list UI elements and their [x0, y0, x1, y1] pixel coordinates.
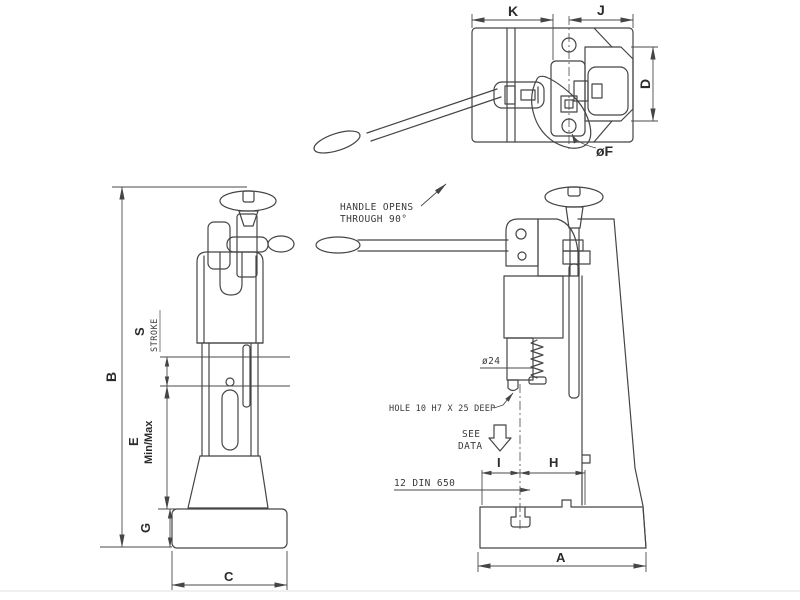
front-view-body — [171, 190, 295, 549]
dim-label-j: J — [597, 2, 605, 18]
hole-note-leader — [493, 392, 514, 409]
top-view-dimensions — [471, 14, 658, 149]
dim-label-g: G — [138, 523, 153, 533]
handle-note-line2: THROUGH 90° — [340, 214, 407, 225]
frame-back-edge — [577, 218, 647, 549]
dim-label-h: H — [549, 455, 558, 470]
see-note-line1: SEE — [462, 429, 480, 440]
dim-label-s: S — [132, 327, 147, 336]
side-view-body — [315, 186, 647, 549]
top-view-handle — [313, 81, 545, 154]
side-view-dimensions — [394, 183, 647, 572]
see-note-line2: DATA — [458, 441, 482, 452]
see-data-arrow-icon — [488, 424, 512, 452]
front-view: B S STROKE E Min/Max G C — [100, 186, 295, 590]
cam-outline — [531, 75, 592, 149]
side-view: I H A HANDLE OPENS THROUGH 90° ø24 HOLE … — [315, 183, 647, 572]
slide-housing — [503, 275, 564, 339]
ram-diameter-label: ø24 — [482, 356, 500, 367]
handwheel-side — [544, 186, 604, 208]
side-view-handle — [315, 236, 509, 254]
ram — [506, 337, 534, 381]
clamp-block — [584, 46, 634, 122]
front-view-dimensions — [100, 186, 290, 590]
front-base — [171, 508, 288, 549]
dim-label-k: K — [508, 3, 518, 19]
dim-label-d: D — [637, 79, 653, 89]
handle-note-arrow — [420, 183, 447, 207]
pivot-bracket — [505, 218, 539, 267]
handle-hub — [226, 236, 269, 253]
depth-rod — [568, 263, 580, 399]
top-view: K J D øF — [313, 2, 658, 159]
dim-label-stroke: STROKE — [150, 318, 160, 352]
dim-label-i: I — [497, 455, 501, 470]
dim-label-minmax: Min/Max — [143, 420, 155, 464]
dim-label-c: C — [224, 569, 234, 584]
tslot-note-label: 12 DIN 650 — [394, 478, 455, 489]
side-base — [479, 499, 647, 549]
handwheel — [219, 190, 277, 212]
handle-grip-front — [267, 235, 295, 253]
t-slot — [510, 506, 531, 528]
top-view-body — [313, 27, 634, 154]
handle-note-line1: HANDLE OPENS — [340, 202, 413, 213]
handle-grip-side — [315, 236, 361, 254]
spring — [530, 339, 544, 379]
dim-label-b: B — [103, 372, 119, 382]
dim-label-a: A — [556, 550, 566, 565]
dim-label-e: E — [126, 437, 141, 446]
hole-note-label: HOLE 10 H7 X 25 DEEP — [389, 404, 495, 414]
dim-label-f: øF — [596, 143, 614, 159]
